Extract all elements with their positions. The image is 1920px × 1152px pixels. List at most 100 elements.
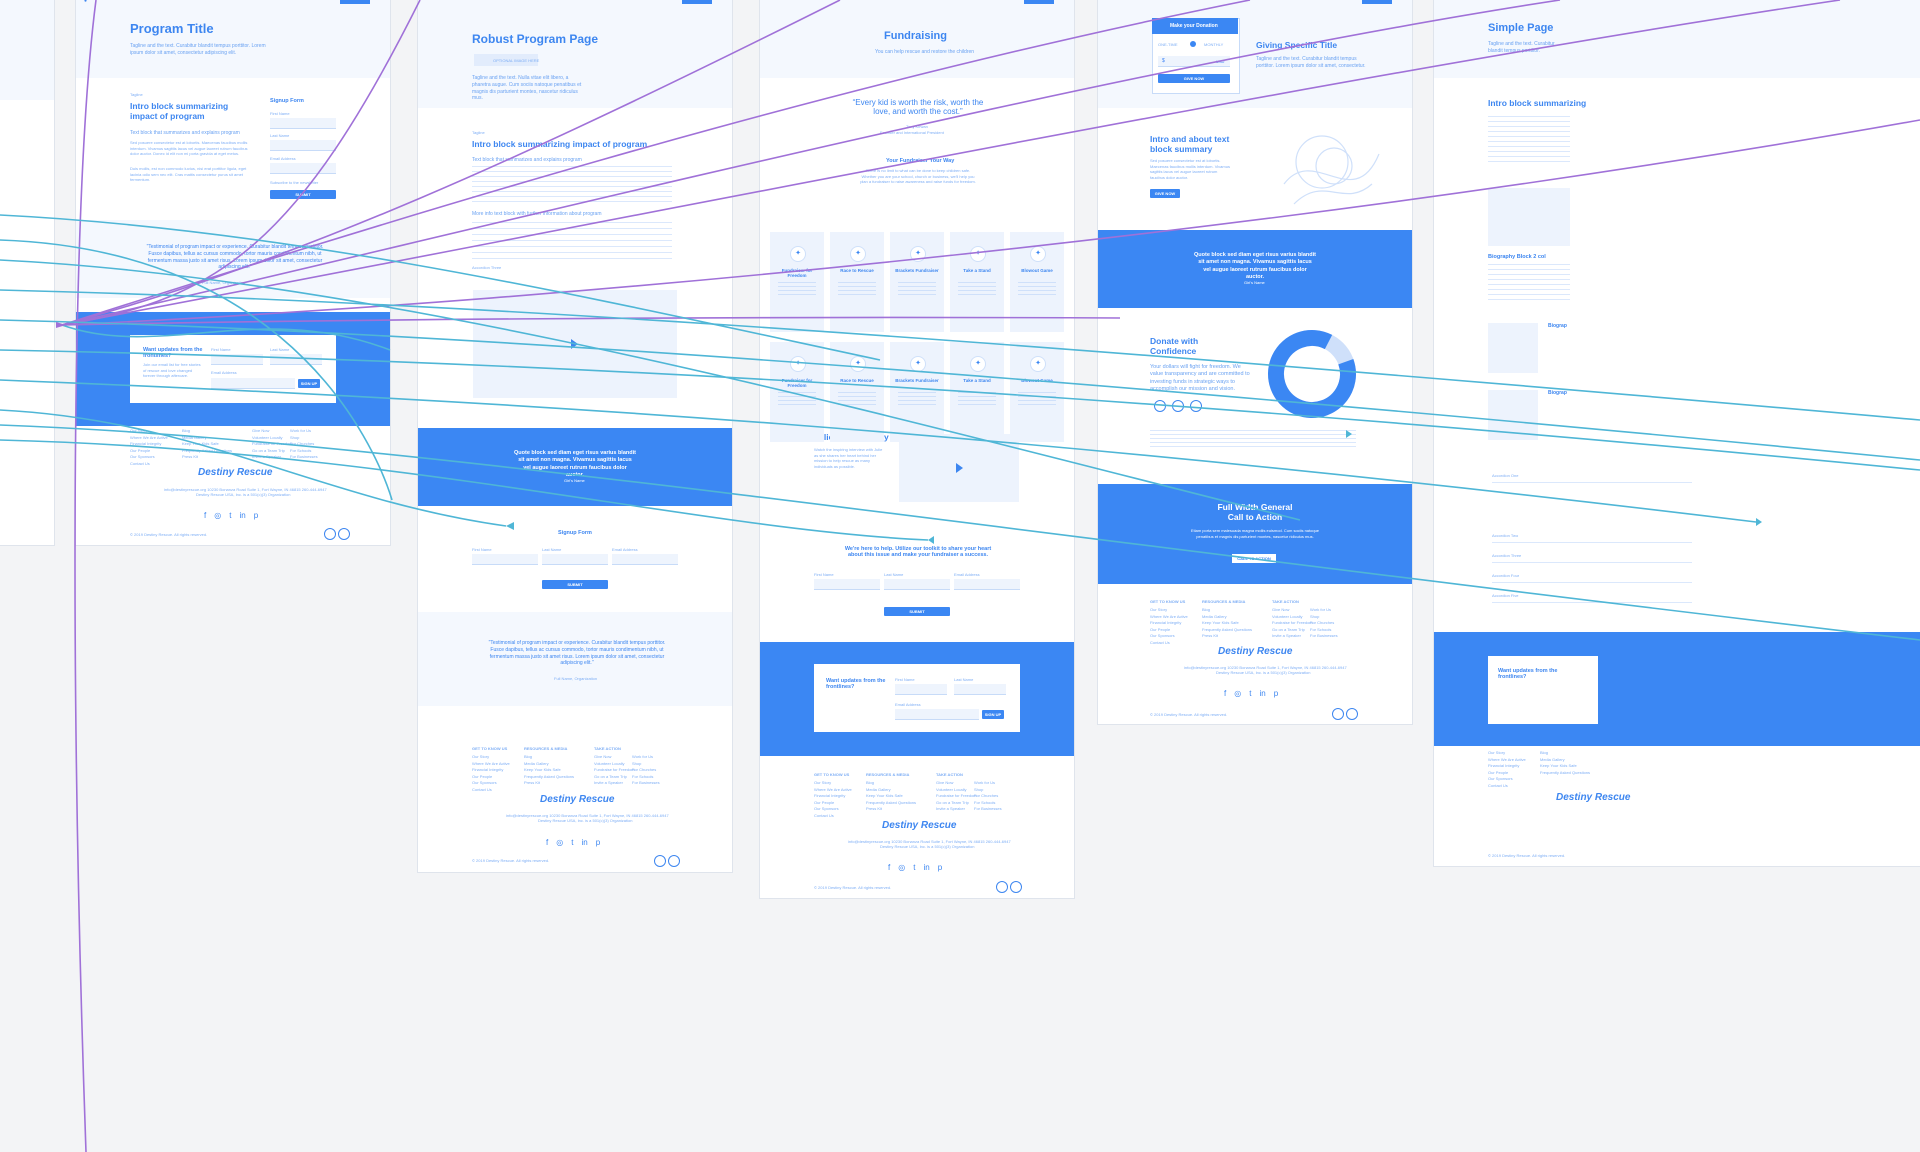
updates-first-name-label: First Name (895, 677, 915, 682)
nav-donate-button[interactable] (340, 0, 370, 4)
facebook-icon[interactable]: f (888, 863, 891, 872)
optional-image-label: OPTIONAL IMAGE HERE (493, 58, 540, 63)
story-body: Watch the inspiring interview with Julie… (814, 447, 883, 469)
accordion-item[interactable]: Accordion Four (1492, 573, 1692, 583)
pinterest-icon[interactable]: p (595, 838, 601, 847)
give-now-button-2[interactable]: GIVE NOW (1150, 189, 1180, 198)
first-name-input[interactable] (270, 118, 336, 129)
donate-body: Your dollars will fight for freedom. We … (1150, 364, 1250, 393)
facebook-icon[interactable]: f (204, 511, 207, 520)
bio-title-a: Biograp (1548, 323, 1567, 329)
copyright: © 2019 Destiny Rescue. All rights reserv… (1150, 712, 1228, 717)
accordion-item[interactable]: Accordion Two (1492, 533, 1692, 543)
linkedin-icon[interactable]: in (923, 863, 930, 872)
updates-email-input[interactable] (211, 378, 295, 389)
fundraiser-card-label: Fundraiser for Freedom (781, 268, 813, 278)
facebook-icon[interactable]: f (1224, 689, 1227, 698)
accordion-item[interactable]: Accordion Three (1492, 553, 1692, 563)
fundraiser-card[interactable]: ✦Brackets Fundraiser (890, 342, 944, 442)
ribbon-icon: ✦ (790, 246, 806, 262)
testimonial-text: "Testimonial of program impact or experi… (146, 244, 324, 271)
fundraiser-card[interactable]: ✦Take a Stand (950, 232, 1004, 332)
footer-logo[interactable]: Destiny Rescue (198, 467, 273, 478)
pinterest-icon[interactable]: p (937, 863, 943, 872)
brand-logo[interactable]: ● (84, 0, 88, 4)
page-title: Robust Program Page (472, 32, 599, 46)
cta-button[interactable]: CALL TO ACTION (1232, 554, 1276, 563)
nav-donate-button[interactable] (1362, 0, 1392, 4)
email-input[interactable] (270, 163, 336, 174)
fundraiser-card[interactable]: ✦Brackets Fundraiser (890, 232, 944, 332)
email-input[interactable] (954, 579, 1020, 590)
submit-button[interactable]: SUBMIT (270, 190, 336, 199)
twitter-icon[interactable]: t (571, 838, 574, 847)
fundraiser-card-label: Take a Stand (963, 378, 991, 383)
seal-icon (996, 881, 1008, 893)
signup-button[interactable]: SIGN UP (982, 710, 1004, 719)
footer-col-2: Blog Media Gallery Keep Your Kids Safe F… (1202, 607, 1253, 639)
updates-first-name-input[interactable] (895, 684, 947, 695)
instagram-icon[interactable]: ◎ (1234, 689, 1242, 698)
testimonial-attribution: Full Name, Organization (202, 280, 246, 285)
way-title: Your Fundraiser Your Way (886, 158, 955, 164)
last-name-input[interactable] (270, 140, 336, 151)
pinterest-icon[interactable]: p (253, 511, 259, 520)
twitter-icon[interactable]: t (913, 863, 916, 872)
submit-button[interactable]: SUBMIT (884, 607, 950, 616)
updates-email-input[interactable] (895, 709, 979, 720)
updates-last-name-input[interactable] (954, 684, 1006, 695)
facebook-icon[interactable]: f (546, 838, 549, 847)
instagram-icon[interactable]: ◎ (214, 511, 222, 520)
linkedin-icon[interactable]: in (581, 838, 588, 847)
fundraiser-card[interactable]: ✦Race to Rescue (830, 232, 884, 332)
play-icon[interactable] (956, 463, 963, 473)
one-time-toggle[interactable]: ONE-TIME (1158, 42, 1178, 47)
submit-button[interactable]: SUBMIT (542, 580, 608, 589)
instagram-icon[interactable]: ◎ (556, 838, 564, 847)
fundraiser-card[interactable]: ✦Blowout Game (1010, 342, 1064, 442)
first-name-input[interactable] (814, 579, 880, 590)
first-name-input[interactable] (472, 554, 538, 565)
linkedin-icon[interactable]: in (239, 511, 246, 520)
fundraiser-card[interactable]: ✦ Fundraiser for Freedom (770, 232, 824, 332)
fundraiser-card[interactable]: ✦Blowout Game (1010, 232, 1064, 332)
fundraiser-card[interactable]: ✦Race to Rescue (830, 342, 884, 442)
updates-first-name-input[interactable] (211, 354, 263, 365)
accordion-item[interactable]: Accordion Three (472, 265, 502, 270)
board-program: ● Program Title Tagline and the text. Cu… (76, 0, 390, 545)
accordion-item[interactable]: Accordion Five (1492, 593, 1692, 603)
page-title: Simple Page (1488, 22, 1554, 34)
signup-button[interactable]: SIGN UP (298, 379, 320, 388)
video-player[interactable] (899, 434, 1019, 502)
fundraiser-card[interactable]: ✦Take a Stand (950, 342, 1004, 442)
video-player[interactable] (473, 290, 677, 398)
fundraiser-card[interactable]: ✦Fundraiser for Freedom (770, 342, 824, 442)
last-name-input[interactable] (542, 554, 608, 565)
pinterest-icon[interactable]: p (1273, 689, 1279, 698)
footer-logo[interactable]: Destiny Rescue (540, 794, 615, 805)
frequency-toggle-knob[interactable] (1190, 41, 1196, 47)
linkedin-icon[interactable]: in (1259, 689, 1266, 698)
nav-donate-button[interactable] (1024, 0, 1054, 4)
play-icon[interactable] (571, 339, 578, 349)
twitter-icon[interactable]: t (229, 511, 232, 520)
monthly-toggle[interactable]: MONTHLY (1204, 42, 1224, 47)
footer-col-3-title: TAKE ACTION (594, 746, 621, 751)
footer-logo[interactable]: Destiny Rescue (1218, 646, 1293, 657)
footer-logo[interactable]: Destiny Rescue (1556, 792, 1631, 803)
accordion-item[interactable]: Accordion One (1492, 473, 1692, 483)
updates-last-name-input[interactable] (270, 354, 322, 365)
nav-donate-button[interactable] (682, 0, 712, 4)
seal-icon (1332, 708, 1344, 720)
twitter-icon[interactable]: t (1249, 689, 1252, 698)
last-name-input[interactable] (884, 579, 950, 590)
instagram-icon[interactable]: ◎ (898, 863, 906, 872)
footer-col-4: Work for Us Shop For Churches For School… (974, 780, 1002, 812)
subscribe-checkbox-label[interactable]: Subscribe to the newsletter (270, 180, 319, 185)
seal-icon (1154, 400, 1166, 412)
quote-name: Girl's Name (564, 478, 585, 483)
tagline: Tagline (130, 92, 143, 97)
footer-logo[interactable]: Destiny Rescue (882, 820, 957, 831)
email-input[interactable] (612, 554, 678, 565)
give-now-button[interactable]: GIVE NOW (1158, 74, 1230, 83)
